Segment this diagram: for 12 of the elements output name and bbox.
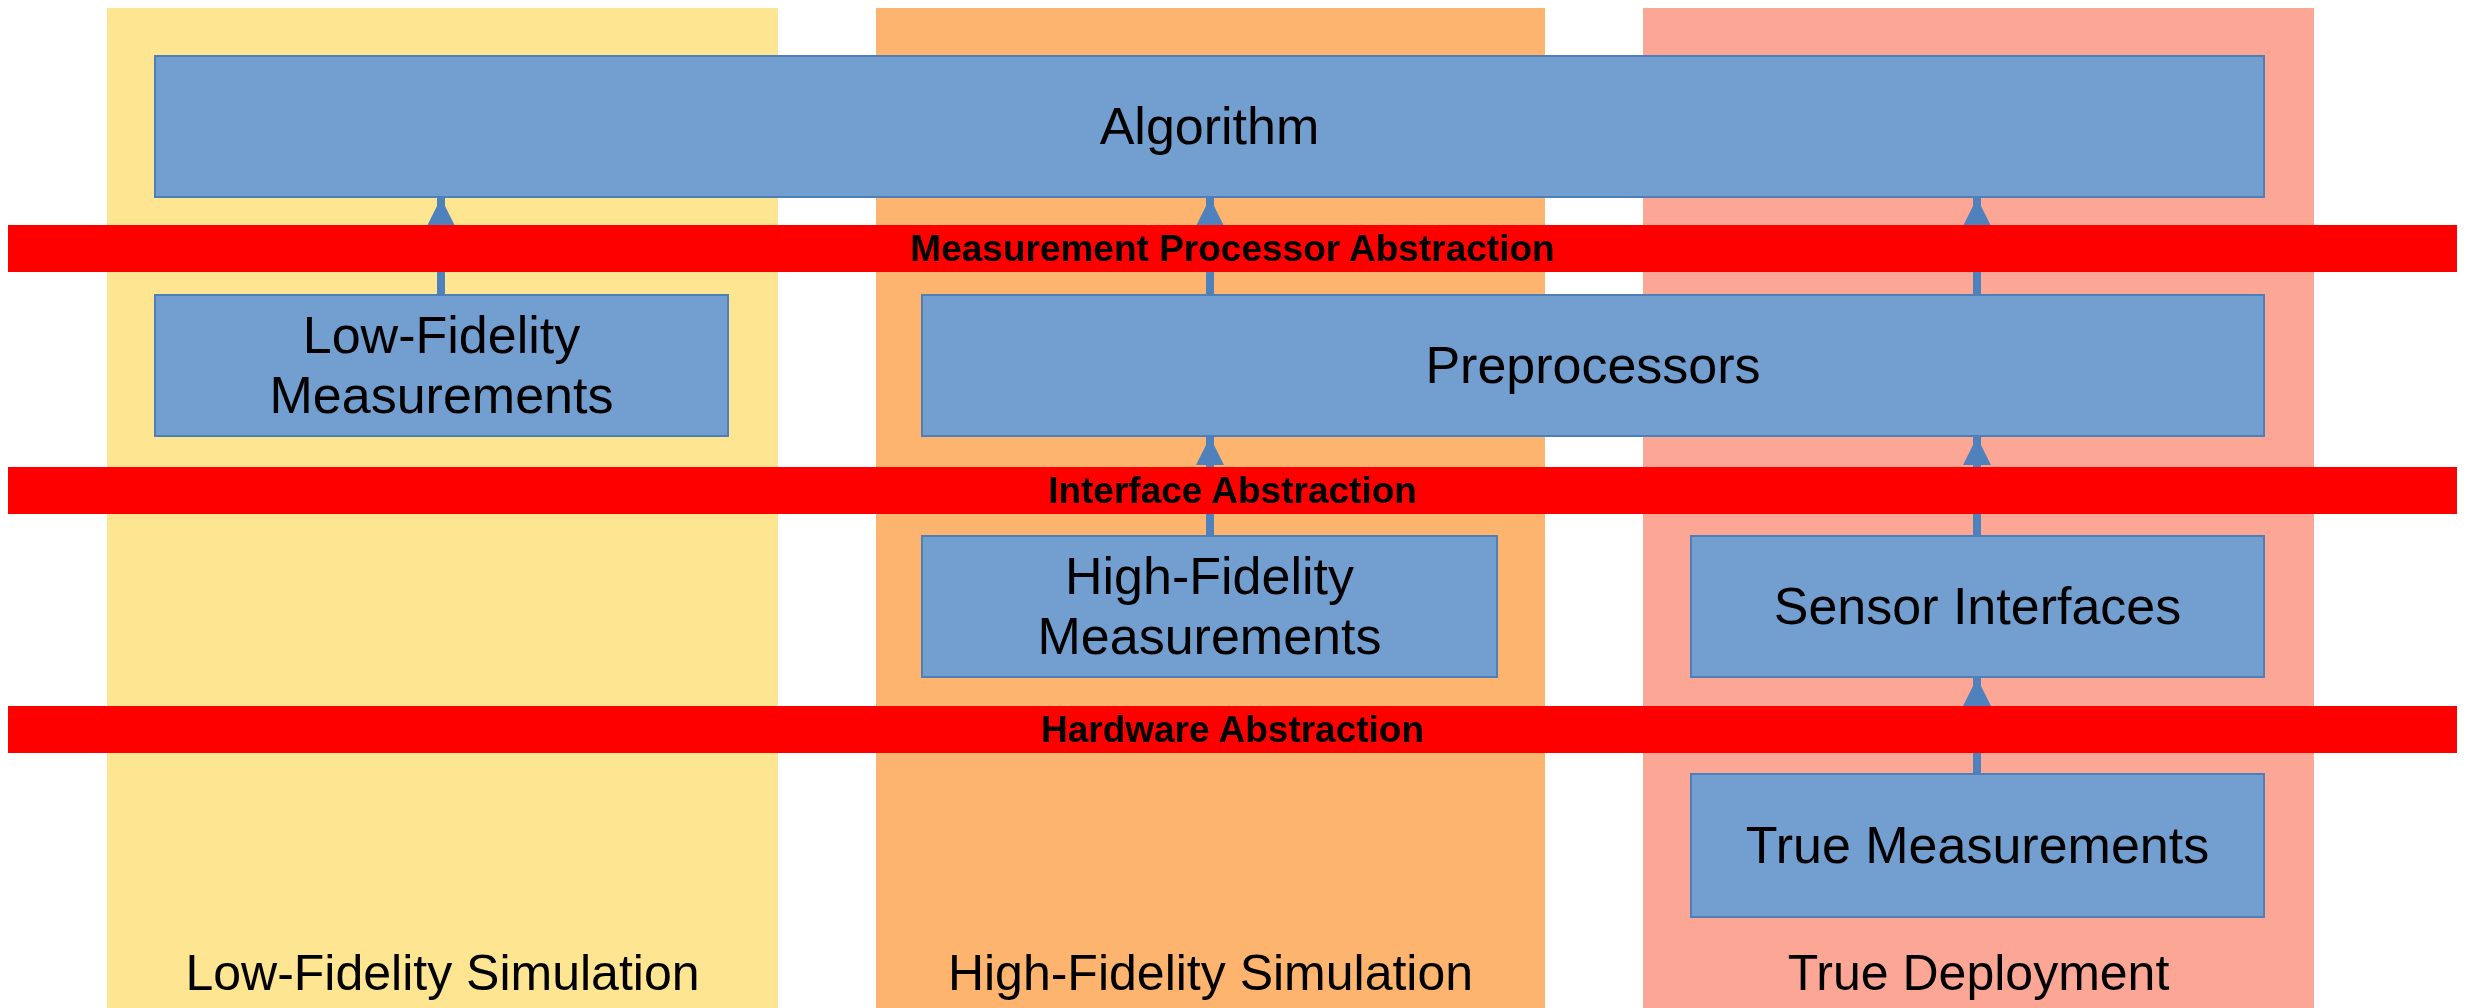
process-box: True Measurements bbox=[1690, 773, 2265, 918]
process-box: High-Fidelity Measurements bbox=[921, 535, 1498, 678]
abstraction-band: Hardware Abstraction bbox=[8, 706, 2457, 753]
column-label: True Deployment bbox=[1786, 944, 2171, 1002]
abstraction-band: Interface Abstraction bbox=[8, 467, 2457, 514]
process-box: Sensor Interfaces bbox=[1690, 535, 2265, 678]
abstraction-band: Measurement Processor Abstraction bbox=[8, 225, 2457, 272]
process-box: Low-Fidelity Measurements bbox=[154, 294, 729, 437]
column-label: Low-Fidelity Simulation bbox=[184, 944, 701, 1002]
process-box: Preprocessors bbox=[921, 294, 2265, 437]
process-box: Algorithm bbox=[154, 55, 2265, 198]
column-label: High-Fidelity Simulation bbox=[946, 944, 1475, 1002]
